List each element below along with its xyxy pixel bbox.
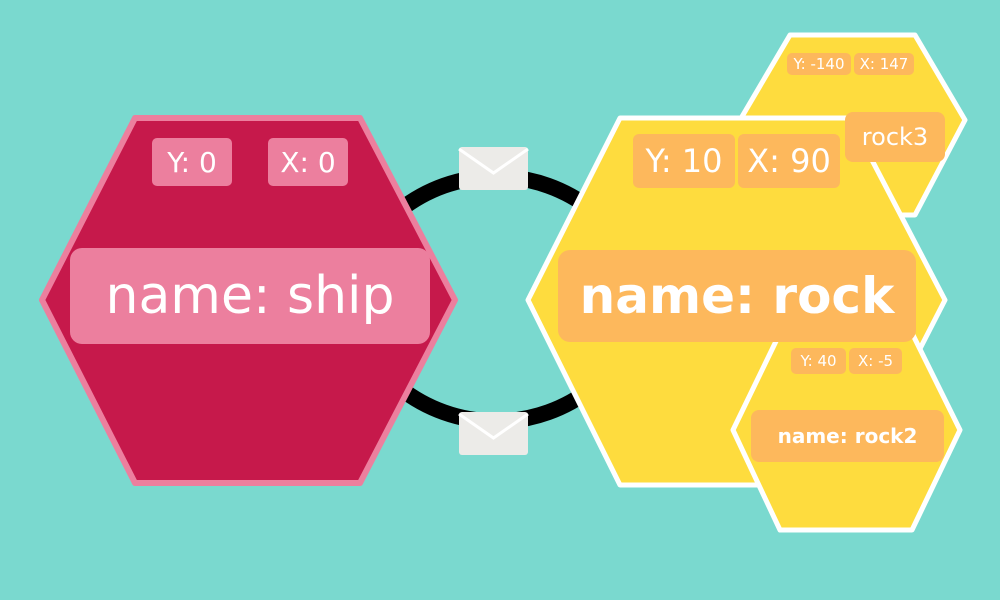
rock3-y-label: Y: -140 (787, 53, 851, 75)
ship-y-label: Y: 0 (152, 138, 232, 186)
rock2-x-label: X: -5 (849, 348, 902, 374)
rock-name-label: name: rock (558, 250, 916, 342)
ship-name-label: name: ship (70, 248, 430, 344)
rock3-name-label: rock3 (845, 112, 945, 162)
ship-x-label: X: 0 (268, 138, 348, 186)
envelope-icon[interactable] (458, 147, 529, 190)
rock-y-label: Y: 10 (633, 134, 735, 188)
rock3-x-label: X: 147 (854, 53, 914, 75)
rock2-name-label: name: rock2 (751, 410, 944, 462)
envelope-icon[interactable] (458, 412, 529, 455)
rock2-y-label: Y: 40 (791, 348, 846, 374)
rock-x-label: X: 90 (738, 134, 840, 188)
